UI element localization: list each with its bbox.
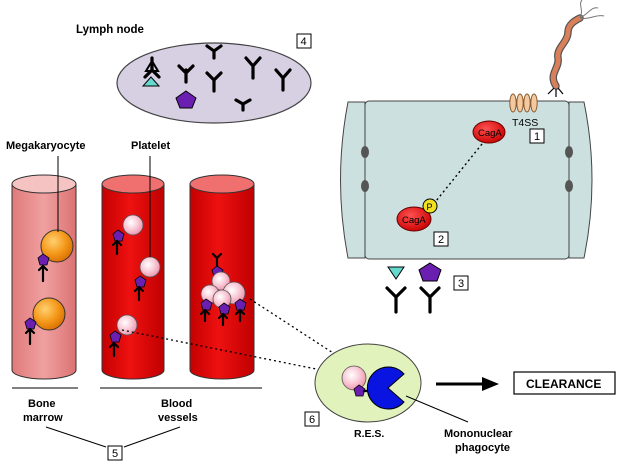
megakaryocyte-label: Megakaryocyte: [6, 140, 86, 152]
purple-antigen-icon: [353, 384, 366, 397]
bone-marrow-label-1: Bone: [28, 398, 56, 410]
caga-protein-icon: [472, 120, 506, 144]
platelet-cell: [116, 314, 138, 336]
clearance: CLEARANCE: [436, 371, 616, 395]
clearance-label: CLEARANCE: [526, 377, 601, 391]
left-epithelial-cell: [340, 101, 366, 259]
step-5-number: 5: [112, 448, 118, 460]
mononuclear-label-2: phagocyte: [455, 442, 510, 454]
platelet-cell: [139, 256, 161, 278]
step-4-number: 4: [301, 36, 307, 48]
blood-vessels-label-2: vessels: [158, 412, 198, 424]
antibody-icon: [211, 252, 223, 268]
arrow-right-icon: [482, 377, 499, 391]
central-epithelial-cell: [364, 100, 570, 260]
antibody-icon: [419, 286, 441, 314]
antibody-icon: [217, 312, 229, 327]
mononuclear-phagocyte-icon: [366, 366, 405, 410]
antibody-icon: [133, 285, 145, 302]
antibody-icon: [37, 264, 49, 283]
tight-junction-icon: [361, 180, 369, 192]
phagocyte-pointer: [405, 395, 469, 423]
antibody-icon: [111, 239, 123, 256]
clearance-box: [513, 371, 616, 395]
antibody-icon: [385, 286, 407, 314]
bone-marrow-label-2: marrow: [23, 412, 63, 424]
step-6-box: [304, 411, 320, 427]
mononuclear-label-1: Mononuclear: [444, 428, 513, 440]
step-1-number: 1: [534, 131, 540, 143]
cyan-antigen-icon: [387, 266, 405, 280]
platelet-cell: [341, 365, 367, 391]
right-epithelial-cell: [568, 101, 593, 259]
caga-label-1: CagA: [478, 128, 502, 139]
antibody-icon: [108, 341, 120, 358]
t4ss-label: T4SS: [512, 117, 538, 129]
bone-marrow-vessel: [11, 156, 77, 380]
phosphate-label: P: [427, 202, 433, 212]
reticuloendothelial-system: 6 R.E.S. Mononuclear phagocyte: [304, 343, 513, 454]
gastric-epithelium: T4SS CagA 1 CagA P 2: [340, 0, 605, 260]
purple-antigen-icon: [418, 262, 442, 282]
antibody-icon: [274, 68, 292, 92]
step-2-number: 2: [438, 234, 444, 246]
phosphate-icon: [422, 198, 438, 214]
megakaryocyte-cell: [32, 297, 66, 331]
step-1-box: [529, 128, 545, 144]
antibody-icon: [234, 98, 252, 112]
step-4-box: [296, 33, 312, 49]
purple-antigen-icon: [109, 330, 122, 343]
t4ss-icon: [509, 93, 538, 113]
antibody-icon: [199, 308, 211, 323]
blood-vessel-2: [189, 174, 255, 380]
antibody-with-antigen-b: [175, 64, 197, 109]
tight-junction-icon: [361, 146, 369, 158]
res-label: R.E.S.: [354, 428, 384, 440]
antibody-icon: [205, 44, 223, 60]
compartment-labels: Bone marrow Blood vessels 5: [12, 387, 262, 461]
tight-junction-icon: [565, 180, 573, 192]
tight-junction-icon: [565, 146, 573, 158]
antibody-icon: [24, 327, 36, 346]
platelet-label: Platelet: [131, 140, 170, 152]
platelet-cell: [122, 214, 144, 236]
antibody-icon: [244, 56, 262, 80]
h-pylori-bacterium-icon: [547, 0, 605, 97]
blood-vessel-1: [101, 156, 165, 380]
step-3-number: 3: [458, 278, 464, 290]
blood-vessels-label-1: Blood: [161, 398, 192, 410]
antibody-with-antigen-a: [141, 56, 161, 87]
molecular-mimicry: 3: [385, 262, 469, 314]
cyan-antigen-icon: [141, 76, 161, 87]
step-3-box: [453, 275, 469, 291]
antibody-icon: [234, 308, 246, 323]
circulation-path: [121, 329, 337, 374]
antibody-icon: [205, 71, 223, 93]
step-6-number: 6: [309, 414, 315, 426]
megakaryocyte-cell: [40, 229, 74, 263]
caga-label-2: CagA: [402, 215, 426, 226]
step-5-box: [107, 445, 123, 461]
lymph-node-label: Lymph node: [76, 24, 144, 36]
circulation-path: [249, 298, 348, 363]
translocation-path: [431, 143, 483, 207]
purple-antigen-icon: [175, 90, 197, 109]
step-2-box: [433, 231, 449, 247]
phospho-caga-protein-icon: [396, 206, 432, 232]
lymph-node: Lymph node 4: [76, 24, 312, 124]
purple-antigen-icon: [37, 253, 50, 266]
